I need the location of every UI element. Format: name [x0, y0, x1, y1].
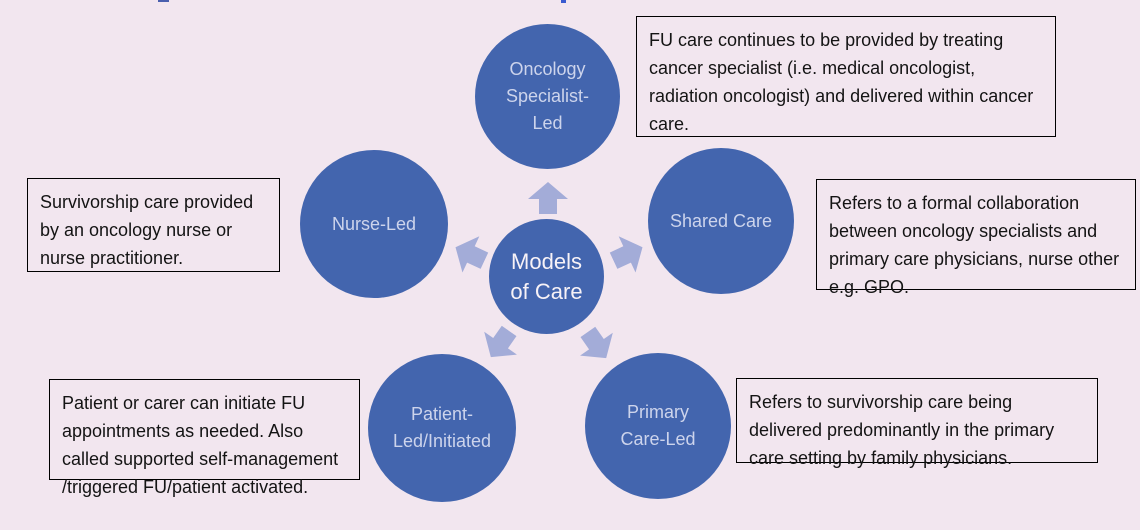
- description-text: Patient or carer can initiate FU appoint…: [62, 393, 339, 497]
- node-label: Primary Care-Led: [620, 402, 696, 449]
- center-label: Models of Care: [510, 248, 583, 304]
- description-box-oncology: FU care continues to be provided by trea…: [636, 16, 1056, 137]
- cropped-text-artifact: [561, 0, 566, 3]
- node-patient-led-initiated: Patient- Led/Initiated: [368, 354, 516, 502]
- node-primary-care-led: Primary Care-Led: [585, 353, 731, 499]
- arrow-upper-left-icon: [447, 229, 493, 279]
- cropped-text-artifact: [158, 0, 169, 2]
- arrow-lower-left-icon: [474, 319, 525, 368]
- description-text: Refers to survivorship care being delive…: [749, 392, 1055, 468]
- node-label: Nurse-Led: [331, 213, 417, 234]
- node-oncology-specialist-led: Oncology Specialist- Led: [475, 24, 620, 169]
- node-nurse-led: Nurse-Led: [300, 150, 448, 298]
- description-box-patient: Patient or carer can initiate FU appoint…: [49, 379, 360, 497]
- node-label: Shared Care: [669, 210, 773, 231]
- description-text: Refers to a formal collaboration between…: [829, 193, 1120, 297]
- arrow-upper-right-icon: [605, 229, 651, 279]
- arrow-up-icon: [528, 182, 568, 214]
- node-models-of-care-center: Models of Care: [489, 219, 604, 334]
- description-text: FU care continues to be provided by trea…: [649, 30, 1034, 134]
- node-shared-care: Shared Care: [648, 148, 794, 294]
- node-label: Oncology Specialist- Led: [505, 59, 590, 133]
- node-label: Patient- Led/Initiated: [392, 404, 492, 451]
- arrow-lower-right-icon: [571, 320, 622, 369]
- description-text: Survivorship care provided by an oncolog…: [40, 192, 254, 268]
- description-box-shared: Refers to a formal collaboration between…: [816, 179, 1136, 297]
- description-box-primary: Refers to survivorship care being delive…: [736, 378, 1098, 468]
- description-box-nurse: Survivorship care provided by an oncolog…: [27, 178, 280, 272]
